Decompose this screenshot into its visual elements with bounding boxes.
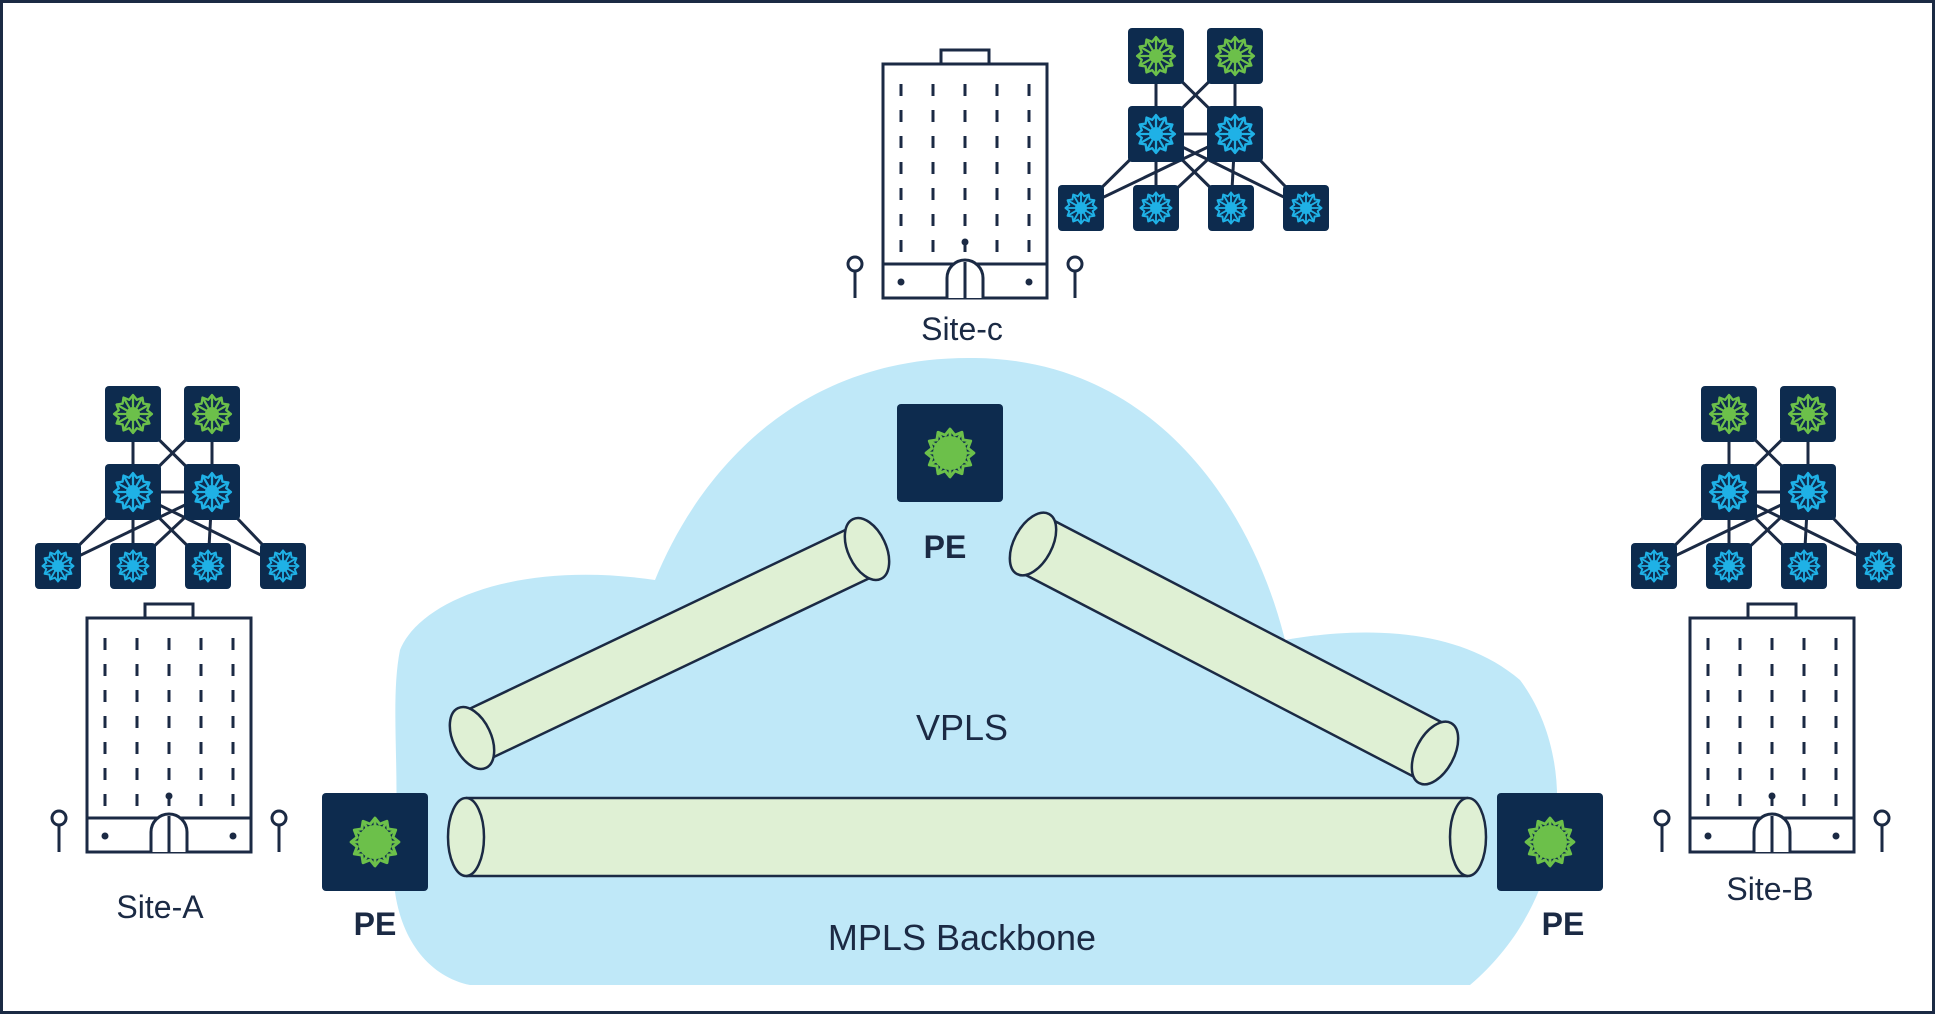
site-c-label: Site-c	[921, 311, 1003, 347]
site-a-label: Site-A	[116, 889, 204, 925]
pe-right-label: PE	[1542, 906, 1585, 942]
router-icon	[1497, 793, 1603, 891]
pe-router-right: PE	[1497, 793, 1603, 942]
router-icon	[322, 793, 428, 891]
office-building-icon	[1653, 602, 1891, 854]
pe-top-label: PE	[924, 529, 967, 565]
office-building-icon	[846, 48, 1084, 300]
pe-left-label: PE	[354, 906, 397, 942]
mpls-backbone-label: MPLS Backbone	[828, 917, 1096, 958]
pseudowire-tunnel-icon	[446, 796, 1488, 878]
router-icon	[897, 404, 1003, 502]
pseudowire-tunnel-icon	[1008, 511, 1460, 786]
pe-router-top: PE	[897, 404, 1003, 565]
office-building-icon	[50, 602, 288, 854]
pseudowire-tunnel-icon	[448, 516, 891, 771]
site-b: Site-B	[1631, 386, 1902, 907]
site-a: Site-A	[35, 386, 306, 925]
vpls-label: VPLS	[916, 707, 1008, 748]
site-b-label: Site-B	[1726, 871, 1813, 907]
pe-router-left: PE	[322, 793, 428, 942]
site-c: Site-c	[846, 28, 1329, 347]
